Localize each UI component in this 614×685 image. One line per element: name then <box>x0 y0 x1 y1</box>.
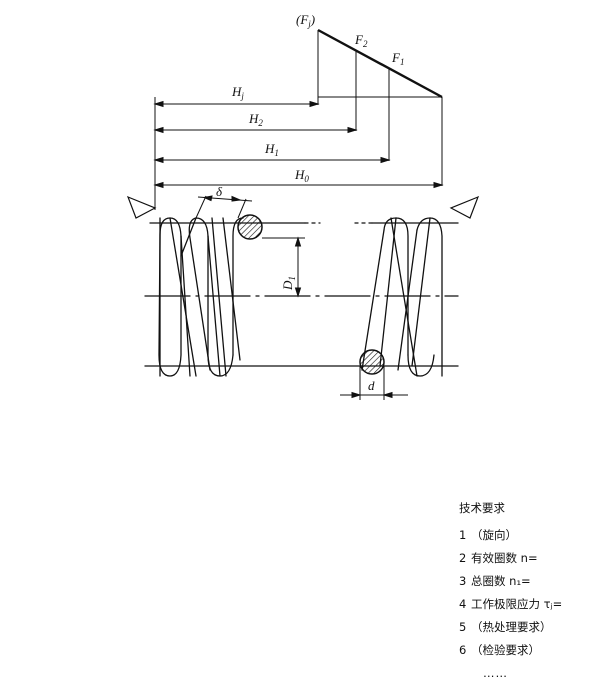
f1-label: F1 <box>391 50 404 67</box>
ground-symbols <box>126 195 480 219</box>
force-line <box>317 28 443 99</box>
ground-symbol-left <box>126 195 157 219</box>
h1-label: H1 <box>264 141 279 158</box>
tech-item: 6（检验要求） <box>459 643 540 657</box>
tech-ellipsis: …… <box>483 666 508 680</box>
d1-dimension <box>262 236 305 298</box>
wire-section-bottom <box>359 349 385 375</box>
f2-label: F2 <box>354 32 368 49</box>
tech-item: 1（旋向） <box>459 528 517 542</box>
tech-title: 技术要求 <box>459 501 505 515</box>
fj-label: (Fj) <box>296 12 315 29</box>
spring <box>144 217 459 377</box>
h2-label: H2 <box>248 111 263 128</box>
delta-dimension <box>195 195 253 219</box>
delta-label: δ <box>216 184 223 199</box>
h0-label: H0 <box>294 167 309 184</box>
wire-section-top <box>237 214 263 240</box>
d1-label: D1 <box>280 276 297 291</box>
d-dimension <box>340 366 408 400</box>
hj-label: Hj <box>231 84 244 101</box>
height-dimensions <box>153 97 444 210</box>
ground-symbol-right <box>449 195 480 219</box>
tech-item: 5（热处理要求） <box>459 620 552 634</box>
d-label: d <box>368 378 375 393</box>
force-diagram <box>317 28 443 186</box>
